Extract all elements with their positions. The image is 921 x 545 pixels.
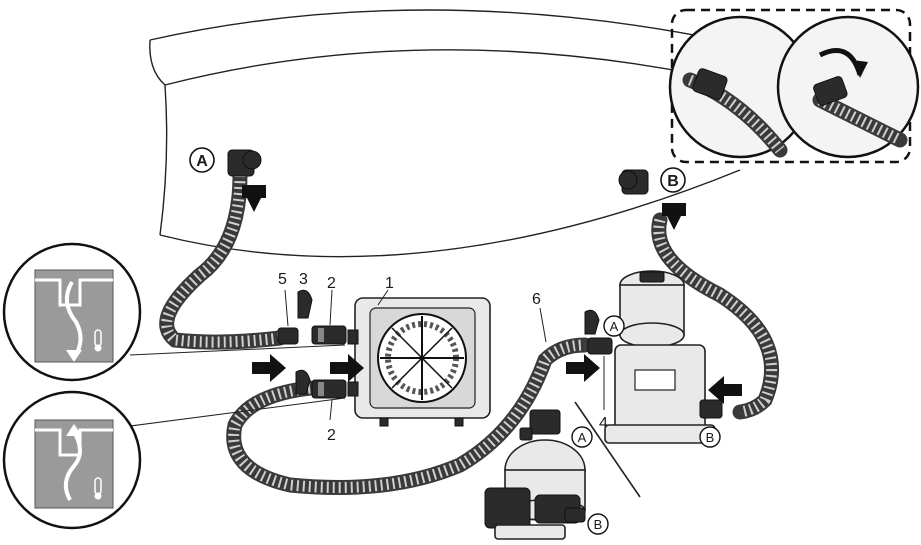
connector-badge-pool-inlet bbox=[660, 167, 686, 193]
connector-label-cartridge-outlet: A bbox=[610, 319, 619, 334]
flow-arrow-icon-4 bbox=[708, 376, 742, 404]
label-plug: 5 bbox=[278, 271, 287, 288]
plug-part bbox=[277, 327, 299, 345]
label-valve: 3 bbox=[299, 271, 308, 288]
heat-pump-unit bbox=[347, 297, 491, 427]
inset-detail-right bbox=[776, 15, 920, 159]
flow-arrow-icon-2 bbox=[330, 354, 364, 382]
flow-arrow-icon-1 bbox=[252, 354, 286, 382]
pool-wall bbox=[149, 9, 741, 258]
up-arrow-icon-b bbox=[662, 203, 686, 230]
inset-water-in bbox=[2, 390, 142, 530]
connector-label-sand-outlet: A bbox=[578, 430, 587, 445]
flow-arrow-icon-3 bbox=[566, 354, 600, 382]
connector-badge-pool-outlet bbox=[189, 147, 215, 173]
valve-part bbox=[295, 289, 313, 395]
label-filter-connector: 4 bbox=[599, 415, 608, 432]
pool-outlet-fitting bbox=[227, 149, 266, 212]
up-arrow-icon bbox=[242, 185, 266, 212]
label-heat-pump: 1 bbox=[385, 275, 394, 292]
hose-clamp-inset bbox=[668, 8, 920, 164]
flow-down-icon bbox=[64, 280, 83, 360]
connector-label-pool-inlet: B bbox=[667, 173, 679, 190]
connector-badge-cartridge-inlet bbox=[699, 426, 721, 448]
divider-line bbox=[574, 401, 641, 498]
hoses bbox=[159, 167, 780, 495]
inset-water-out bbox=[2, 242, 142, 382]
label-hose: 6 bbox=[532, 291, 541, 308]
hose-adapter-top bbox=[311, 325, 347, 345]
label-hose-adapter-bottom: 2 bbox=[327, 427, 336, 444]
connector-label-pool-outlet: A bbox=[196, 153, 208, 170]
flow-up-icon bbox=[63, 430, 82, 501]
connector-badge-sand-outlet bbox=[571, 426, 593, 448]
connector-label-cartridge-inlet: B bbox=[706, 430, 715, 445]
hose-adapter-bottom bbox=[311, 379, 347, 399]
connector-label-sand-inlet: B bbox=[594, 517, 603, 532]
label-hose-adapter-top: 2 bbox=[327, 275, 336, 292]
sand-filter-pump bbox=[484, 409, 586, 540]
pool-inlet-fitting bbox=[618, 169, 686, 230]
connector-badge-sand-inlet bbox=[587, 513, 609, 535]
connector-badge-cartridge-outlet bbox=[603, 315, 625, 337]
